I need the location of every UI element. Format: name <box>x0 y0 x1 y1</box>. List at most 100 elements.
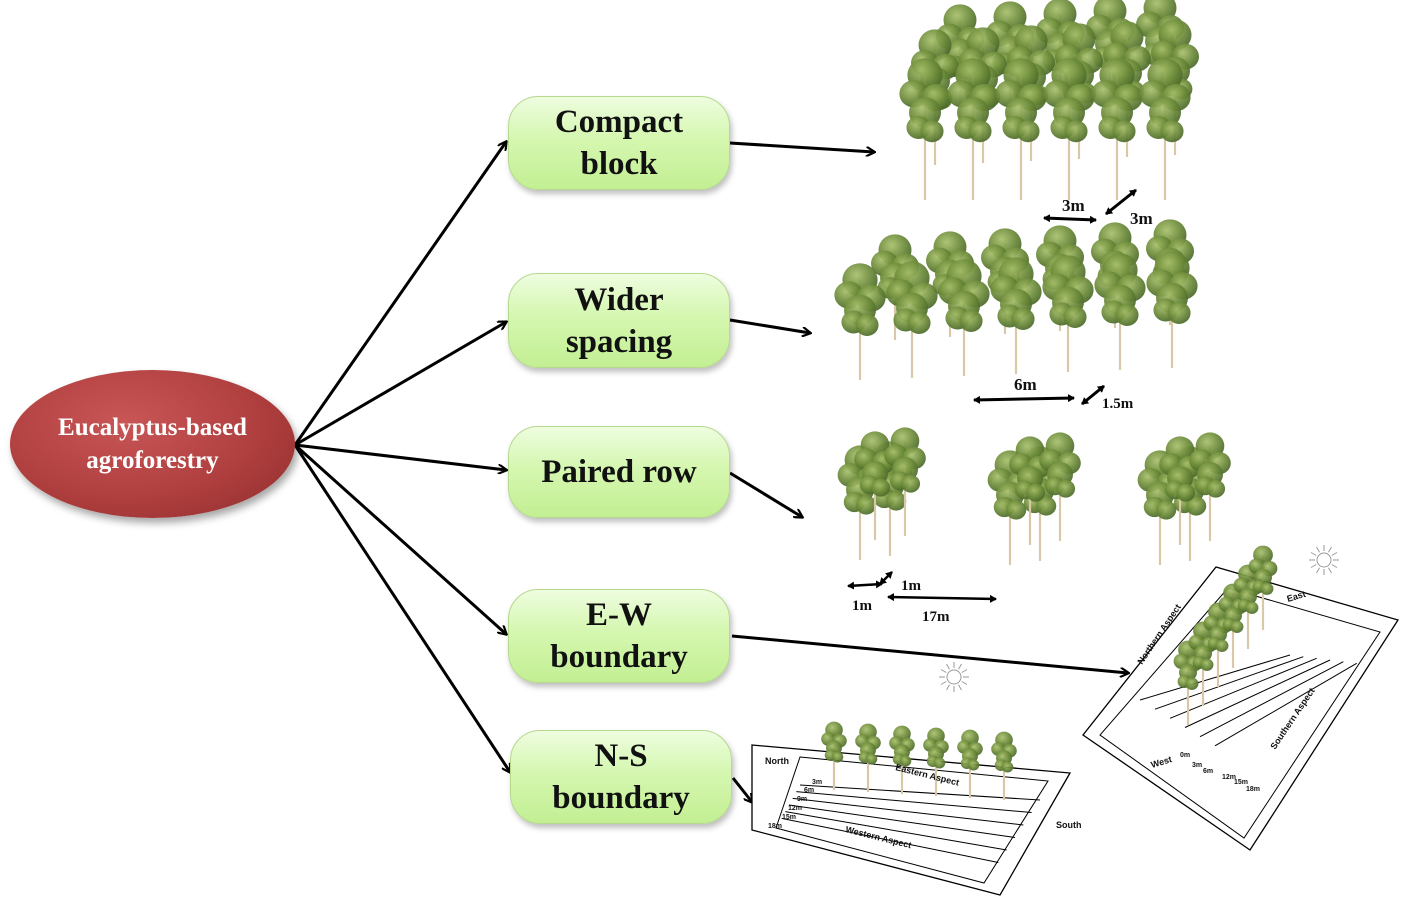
root-node-label: Eucalyptus-based agroforestry <box>58 411 247 477</box>
compact-dimensions <box>1043 188 1137 224</box>
wider-dim-arrow-b <box>1081 384 1105 406</box>
eucalyptus-tree-icon <box>1248 545 1278 630</box>
ns-dist-6m: 6m <box>804 787 814 794</box>
node-ns-boundary: N-S boundary <box>510 730 732 824</box>
node-wider-spacing: Wider spacing <box>508 273 730 368</box>
paired-dim-a-label: 1m <box>852 598 873 614</box>
ns-boundary-trees <box>821 721 1017 800</box>
paired-dim-arrow-c <box>887 593 997 603</box>
node-compact-line-2: block <box>580 146 658 182</box>
wider-dim-b-label: 1.5m <box>1102 396 1134 412</box>
paired-dim-b-label: 1m <box>901 578 922 594</box>
eucalyptus-tree-icon <box>995 58 1047 200</box>
arrow-root-wider <box>294 322 506 447</box>
eucalyptus-tree-icon <box>1042 255 1094 372</box>
eucalyptus-tree-icon <box>1188 621 1218 706</box>
ns-plot-rows <box>781 784 1041 863</box>
eucalyptus-tree-icon <box>991 731 1017 800</box>
eucalyptus-tree-icon <box>923 727 949 796</box>
arrow-compact-trees <box>729 141 874 152</box>
node-ew-boundary: E-W boundary <box>508 589 730 683</box>
eucalyptus-tree-icon <box>821 721 847 790</box>
ns-dist-18m: 18m <box>768 823 782 830</box>
node-ew-line-2: boundary <box>550 639 688 675</box>
eucalyptus-tree-icon <box>886 261 938 378</box>
node-ns-line-2: boundary <box>552 780 690 816</box>
ns-south-label: South <box>1056 820 1082 830</box>
paired-dim-c-label: 17m <box>922 609 950 625</box>
arrow-root-paired <box>294 443 506 470</box>
node-wider-line-2: spacing <box>565 323 673 360</box>
eucalyptus-tree-icon <box>1159 436 1201 545</box>
ns-plot-field <box>775 756 1049 884</box>
eucalyptus-tree-icon <box>855 723 881 792</box>
wider-dimensions <box>973 384 1105 406</box>
ew-plot-rows <box>1139 654 1357 747</box>
eucalyptus-tree-icon <box>1009 436 1051 545</box>
eucalyptus-tree-icon <box>884 427 926 536</box>
arrow-ns-plot <box>731 777 752 802</box>
ns-dist-15m: 15m <box>782 814 796 821</box>
arrow-root-compact <box>293 142 506 446</box>
ew-plot-field <box>1099 587 1381 839</box>
ew-dist-6m: 6m <box>1203 768 1213 775</box>
arrow-wider-trees <box>729 318 810 333</box>
ns-boundary-plot: North South Eastern Aspect Western Aspec… <box>751 662 1082 896</box>
paired-row-trees <box>837 427 1231 565</box>
wider-dim-arrow-a <box>973 394 1075 404</box>
eucalyptus-tree-icon <box>1094 253 1146 370</box>
arrow-root-ew <box>293 443 506 634</box>
node-wider-line-1: Wider <box>574 281 664 318</box>
arrow-paired-trees <box>729 471 802 517</box>
wider-spacing-trees <box>834 219 1198 380</box>
arrow-root-ns <box>293 444 510 772</box>
root-line-1: Eucalyptus-based <box>58 414 247 441</box>
paired-dim-arrow-b <box>879 571 893 585</box>
ew-dist-18m: 18m <box>1246 786 1260 793</box>
ew-boundary-trees <box>1173 545 1278 725</box>
compact-dim-arrow-a <box>1043 214 1097 224</box>
node-compact-line-1: Compact <box>554 104 684 140</box>
node-ew-line-1: E-W <box>586 597 652 633</box>
compact-dim-arrow-b <box>1105 188 1137 216</box>
eucalyptus-tree-icon <box>1139 58 1191 200</box>
ns-dist-12m: 12m <box>788 805 802 812</box>
eucalyptus-tree-icon <box>889 725 915 794</box>
eucalyptus-tree-icon <box>1146 251 1198 368</box>
ns-dist-9m: 9m <box>797 796 807 803</box>
eucalyptus-tree-icon <box>957 729 983 798</box>
eucalyptus-tree-icon <box>938 259 990 376</box>
eucalyptus-tree-icon <box>1043 58 1095 200</box>
node-ns-line-1: N-S <box>594 738 648 774</box>
ns-north-label: North <box>765 756 789 766</box>
ew-sun-icon <box>1309 545 1339 575</box>
eucalyptus-tree-icon <box>1189 432 1231 541</box>
ew-dist-3m: 3m <box>1192 762 1202 769</box>
eucalyptus-tree-icon <box>990 257 1042 374</box>
eucalyptus-tree-icon <box>854 431 896 540</box>
paired-dim-arrow-a <box>847 580 883 590</box>
ew-boundary-plot: East West Northern Aspect Southern Aspec… <box>1082 545 1400 851</box>
node-paired-line-1: Paired row <box>541 454 697 490</box>
ew-dist-15m: 15m <box>1234 779 1248 786</box>
arrow-ew-plot <box>731 634 1128 673</box>
compact-block-trees <box>899 0 1199 200</box>
eucalyptus-tree-icon <box>1173 640 1203 725</box>
wider-dim-a-label: 6m <box>1014 375 1037 394</box>
ew-dist-12m: 12m <box>1222 774 1236 781</box>
eucalyptus-tree-icon <box>1039 432 1081 541</box>
eucalyptus-tree-icon <box>834 263 886 380</box>
node-compact-block: Compact block <box>508 96 730 190</box>
node-paired-row: Paired row <box>508 426 730 518</box>
compact-dim-a-label: 3m <box>1062 196 1085 215</box>
paired-dimensions <box>847 571 997 603</box>
root-line-2: agroforestry <box>86 447 219 474</box>
eucalyptus-tree-icon <box>899 58 951 200</box>
eucalyptus-tree-icon <box>947 58 999 200</box>
root-connectors <box>293 142 510 772</box>
ew-dist-0m: 0m <box>1180 752 1190 759</box>
ns-sun-icon <box>939 662 969 692</box>
node-connectors <box>729 141 1128 802</box>
